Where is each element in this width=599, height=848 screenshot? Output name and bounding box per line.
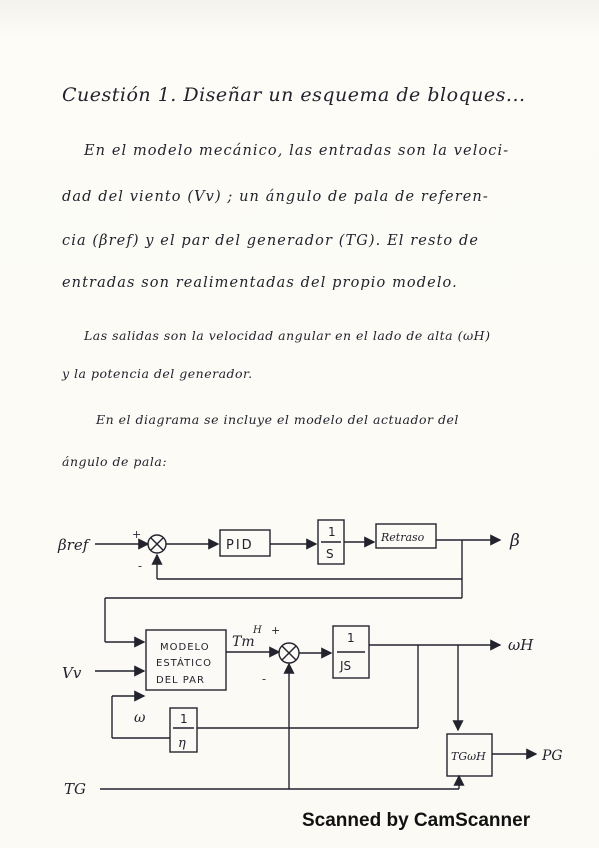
- pg-output-label: PG: [541, 748, 563, 764]
- text-line-4: entradas son realimentadas del propio mo…: [62, 275, 458, 291]
- text-line-6: y la potencia del generador.: [62, 366, 253, 381]
- tm-label: Tm: [232, 634, 255, 650]
- omega-label: ω: [134, 710, 146, 726]
- plus-sign-2: +: [271, 624, 280, 637]
- pid-block: [219, 529, 271, 557]
- gear-numerator: 1: [180, 712, 188, 726]
- inertia-denominator: JS: [339, 659, 351, 673]
- tm-superscript: H: [252, 625, 262, 636]
- text-line-2: dad del viento (Vv) ; un ángulo de pala …: [62, 189, 489, 205]
- integrator-denominator: S: [326, 547, 334, 561]
- text-line-7: En el diagrama se incluye el modelo del …: [96, 412, 459, 427]
- minus-sign-1: -: [138, 559, 142, 573]
- power-block: [446, 733, 493, 777]
- gear-denominator: η: [178, 736, 186, 751]
- tg-input-label: TG: [64, 780, 86, 798]
- question-title: Cuestión 1. Diseñar un esquema de bloque…: [62, 84, 526, 106]
- inertia-block: [332, 625, 370, 679]
- text-line-8: ángulo de pala:: [62, 454, 168, 469]
- gear-ratio-block: [169, 707, 198, 753]
- model-label-line-2: ESTÁTICO: [156, 656, 212, 669]
- beta-ref-label: βref: [57, 536, 91, 554]
- beta-output-label: β: [509, 531, 520, 551]
- inertia-numerator: 1: [347, 631, 355, 645]
- pid-label: PID: [226, 538, 254, 553]
- power-block-label: TGωH: [451, 750, 486, 763]
- text-line-5: Las salidas son la velocidad angular en …: [84, 328, 491, 343]
- text-line-3: cia (βref) y el par del generador (TG). …: [62, 233, 480, 249]
- model-label-line-3: DEL PAR: [156, 675, 205, 686]
- block-diagram: βref + - PID 1 S Retraso β MODELO ESTÁTI…: [57, 519, 563, 798]
- static-torque-model-block: [145, 629, 227, 691]
- delay-label: Retraso: [380, 531, 425, 544]
- omega-h-output-label: ωH: [508, 636, 534, 654]
- scanner-watermark: Scanned by CamScanner: [302, 810, 531, 831]
- delay-block: [375, 523, 437, 549]
- model-label-line-1: MODELO: [160, 642, 210, 653]
- minus-sign-2: -: [262, 672, 266, 686]
- text-line-1: En el modelo mecánico, las entradas son …: [84, 143, 510, 159]
- wind-speed-label: Vv: [62, 664, 82, 682]
- plus-sign-1: +: [132, 528, 141, 541]
- integrator-numerator: 1: [328, 525, 336, 539]
